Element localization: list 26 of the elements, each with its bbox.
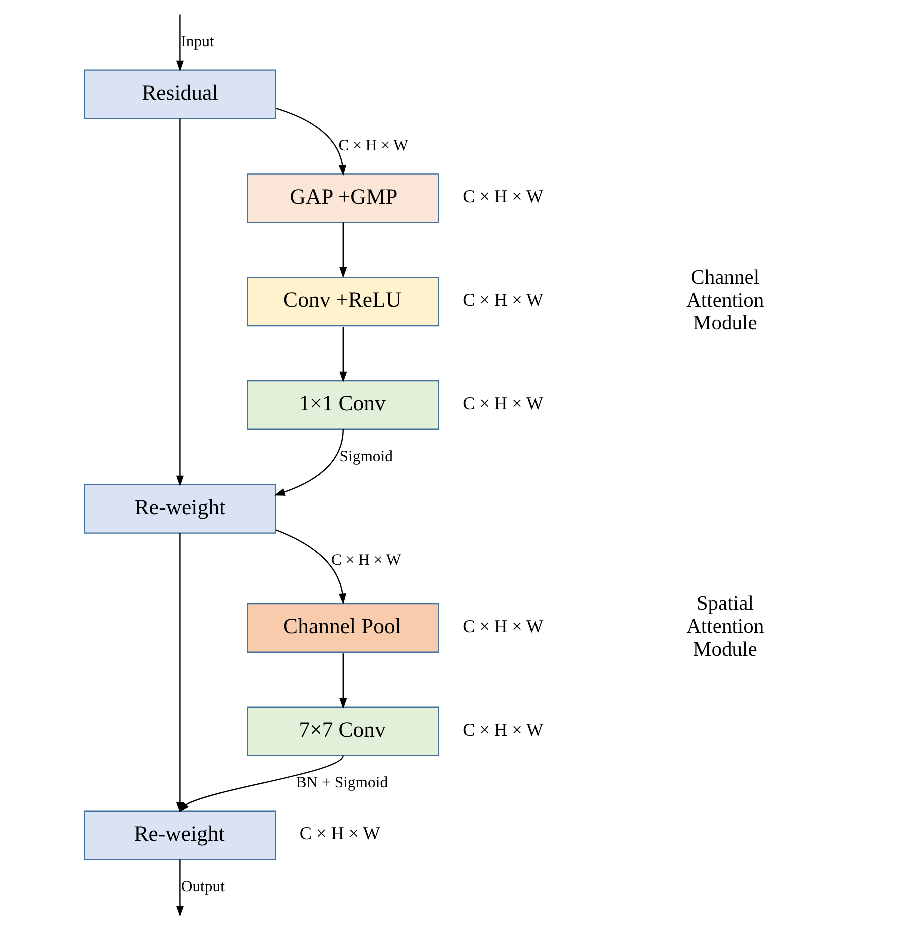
edge-label: Output [180,878,224,896]
edge-label: BN + Sigmoid [296,774,388,792]
node-label: C × H × W [462,392,544,413]
node-label: C × H × W [462,290,544,310]
edge-label: Input [180,33,214,50]
arrow [339,653,347,709]
edge-label: C × H × W [338,137,408,154]
label: Channel Attention Module [686,266,764,334]
node-label: C × H × W [462,719,544,740]
arrow [339,222,347,278]
arrow [339,326,347,382]
arrow [176,118,184,486]
arrow [275,108,346,176]
node-label: C × H × W [462,186,544,206]
arrow [275,529,346,604]
node-box: Residual [84,69,276,119]
edge-label: Sigmoid [339,448,392,465]
node-box: Re-weight [84,484,276,534]
node-label: C × H × W [299,823,380,844]
node-label: C × H × W [462,616,544,636]
arrow [176,14,184,72]
arrow [176,859,184,917]
label: Spatial Attention Module [686,592,764,661]
arrow [178,754,344,812]
edge-label: C × H × W [330,552,401,569]
arrow [274,428,344,496]
